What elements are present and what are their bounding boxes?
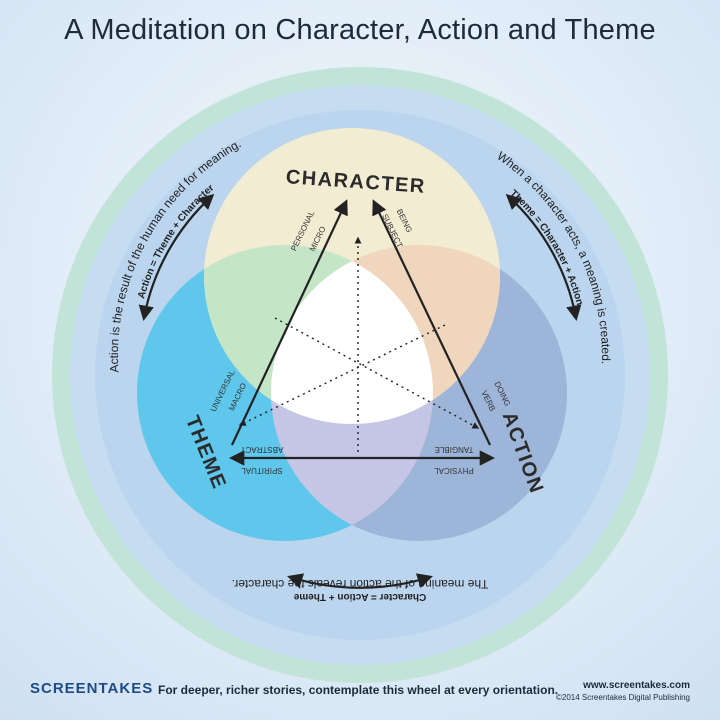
bottom-arc-text: The meaning of the action reveals the ch… — [232, 577, 489, 591]
footer-tagline: For deeper, richer stories, contemplate … — [158, 683, 559, 697]
dotted-line-left — [238, 324, 446, 426]
footer-url[interactable]: www.screentakes.com — [583, 680, 690, 691]
arrow-left-arc — [138, 193, 215, 322]
footer-copyright: ©2014 Screentakes Digital Publishing — [556, 693, 690, 702]
edge-label-tangible: TANGIBLE — [435, 445, 474, 454]
footer-credits: www.screentakes.com ©2014 Screentakes Di… — [556, 680, 690, 704]
arrow-theme-character — [231, 199, 348, 446]
edge-label-abstract: ABSTRACT — [241, 445, 284, 454]
screentakes-logo[interactable]: SCREENTAKES — [30, 680, 154, 697]
arrow-right-arc — [505, 193, 582, 322]
dotted-lines — [238, 236, 480, 452]
center-region — [271, 245, 433, 424]
page-title: A Meditation on Character, Action and Th… — [64, 14, 656, 46]
edge-label-physical: PHYSICAL — [434, 466, 474, 475]
dotted-line-right — [274, 317, 480, 429]
bottom-arc-formula: Character = Action + Theme — [293, 591, 426, 602]
arrow-bottom-arc — [287, 573, 433, 589]
arrow-action-character — [372, 199, 491, 446]
edge-label-spiritual: SPIRITUAL — [241, 466, 283, 475]
